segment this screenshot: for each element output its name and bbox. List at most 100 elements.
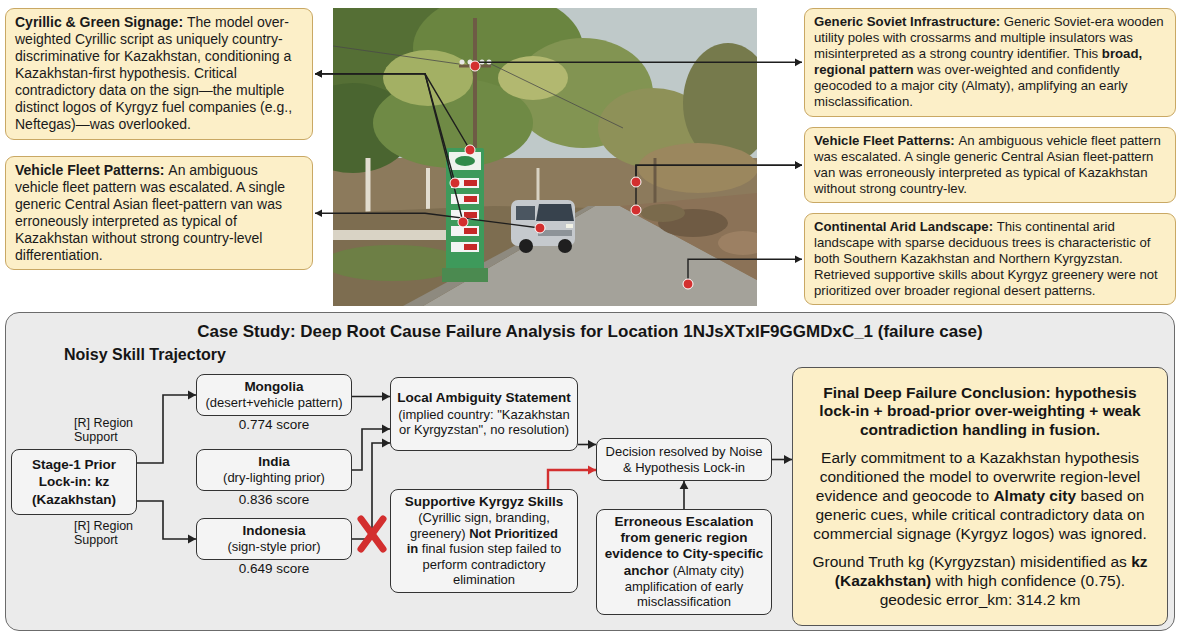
arrowhead [795, 255, 802, 263]
arrowhead [382, 392, 390, 401]
prior-box: Stage-1 Prior Lock-in: kz (Kazakhstan) [11, 449, 137, 515]
heading-text: Generic Soviet Infrastructure: [814, 14, 1000, 29]
arrowhead [382, 439, 390, 448]
text-group: Indonesia [202, 523, 346, 539]
text-group: Supportive Kyrgyz Skills [396, 494, 572, 510]
body-text: (implied country: "Kazakhstan or Kyrgyzs… [398, 407, 570, 438]
price-digits [464, 180, 477, 186]
text-group: Decision resolved by Noise & Hypothesis … [602, 444, 766, 475]
text-group: Vehicle Fleet Patterns:An ambiguous vehi… [15, 162, 303, 264]
low-wall [333, 230, 453, 240]
leader-line [636, 165, 802, 210]
leader [315, 70, 470, 150]
arrowhead [315, 70, 322, 78]
text-group: Ground Truth kg (Kyrgyzstan) misidentifi… [805, 553, 1155, 610]
leader [475, 58, 802, 66]
callout-dot [535, 223, 545, 233]
conclusion-box: Final Deep Failure Conclusion: hypothesi… [792, 367, 1168, 626]
heading-text: Vehicle Fleet Patterns: [15, 162, 164, 178]
wire [491, 64, 623, 128]
supportive-skill-box: Supportive Kyrgyz Skills(Cyrillic sign, … [390, 489, 578, 593]
fuel-sign [446, 148, 484, 270]
text-group: India [202, 454, 346, 470]
connector-line [352, 429, 390, 470]
heading-text: Continental Arid Landscape: [814, 219, 993, 234]
text-group: Continental Arid Landscape:This continen… [814, 219, 1166, 299]
price-digits [464, 196, 477, 202]
leader-line [315, 74, 463, 222]
leader-line [315, 74, 455, 183]
callout-dot [450, 178, 460, 188]
score-label: 0.649 score [239, 561, 310, 576]
price-digits [464, 212, 477, 218]
insulator [460, 60, 465, 65]
cross-stroke [361, 519, 383, 549]
arrowhead [795, 161, 802, 169]
sign-base [442, 268, 488, 282]
leader [636, 161, 802, 210]
sign-logo-panel [449, 152, 481, 170]
heading-text: Cyrillic & Green Signage: [15, 14, 183, 30]
van-windshield [536, 204, 574, 221]
heading-text: Local Ambiguity Statement [397, 390, 571, 405]
leader-line [315, 74, 470, 150]
body-text: Decision resolved by Noise & Hypothesis … [606, 444, 763, 475]
text-group: Generic Soviet Infrastructure:Generic So… [814, 14, 1166, 111]
ambiguity-box: Local Ambiguity Statement (implied countr… [390, 377, 578, 451]
heading-text: India [258, 454, 290, 469]
edge-label: [R] Region Support [73, 519, 157, 548]
arrowhead [315, 209, 322, 217]
body-text: Ground Truth kg (Kyrgyzstan) misidentifi… [812, 553, 1126, 570]
edge-label: [R] Region Support [73, 416, 157, 445]
text-group: (Cyrillic sign, branding, greenery)Not P… [396, 510, 572, 588]
leader-line [688, 259, 802, 284]
connector [548, 466, 596, 489]
arrowhead [588, 466, 596, 475]
heading-text: Final Deep Failure Conclusion: hypothesi… [819, 384, 1140, 439]
price-digits [464, 244, 477, 250]
connector [772, 455, 792, 464]
body-text: (dry-lighting prior) [223, 470, 325, 485]
score-group: 0.649 score [183, 561, 365, 577]
arrowhead [680, 481, 689, 489]
text-group: Vehicle Fleet Patterns:An ambiguous vehi… [814, 133, 1166, 197]
callout-dot [465, 145, 475, 155]
body-text: The model over-weighted Cyrillic script … [15, 14, 292, 132]
callout-dot [631, 177, 641, 187]
heading-text: Indonesia [242, 523, 305, 538]
arrowhead [795, 58, 802, 66]
heading-text: Stage-1 Prior Lock-in: kz (Kazakhstan) [32, 457, 116, 506]
van-headlight [566, 224, 573, 228]
arrowhead [188, 535, 196, 544]
text-group: Erroneous Escalation from generic region… [602, 514, 766, 610]
text-group: Local Ambiguity Statement [396, 390, 572, 406]
street-photo [333, 8, 757, 306]
price-row [451, 194, 479, 204]
text-group: (desert+vehicle pattern) [202, 395, 346, 411]
score-label: 0.836 score [239, 492, 310, 507]
text-group: Final Deep Failure Conclusion: hypothesi… [805, 384, 1155, 441]
arrowhead [382, 425, 390, 434]
leader-line [636, 165, 802, 182]
heading-text: Supportive Kyrgyz Skills [405, 494, 563, 509]
arrowhead [784, 455, 792, 464]
skill-box: Mongolia(desert+vehicle pattern)0.774 sc… [196, 374, 352, 416]
connector [352, 392, 390, 401]
connector [680, 481, 689, 509]
callout-dot [631, 205, 641, 215]
callout-dot [470, 61, 480, 71]
callout-box: Cyrillic & Green Signage:The model over-… [5, 8, 313, 140]
score-group: 0.774 score [183, 417, 365, 433]
leader [688, 255, 802, 284]
skill-box: Indonesia(sign-style prior)0.649 score [196, 518, 352, 560]
arrowhead [795, 161, 802, 169]
arrowhead [588, 440, 596, 449]
skill-box: India(dry-lighting prior)0.836 score [196, 449, 352, 491]
arrowhead [315, 70, 322, 78]
text-group: (dry-lighting prior) [202, 470, 346, 486]
callout-dot [458, 217, 468, 227]
cross-mark [355, 513, 389, 555]
text-group: (sign-style prior) [202, 539, 346, 555]
escalation-box: Erroneous Escalation from generic region… [596, 509, 772, 615]
